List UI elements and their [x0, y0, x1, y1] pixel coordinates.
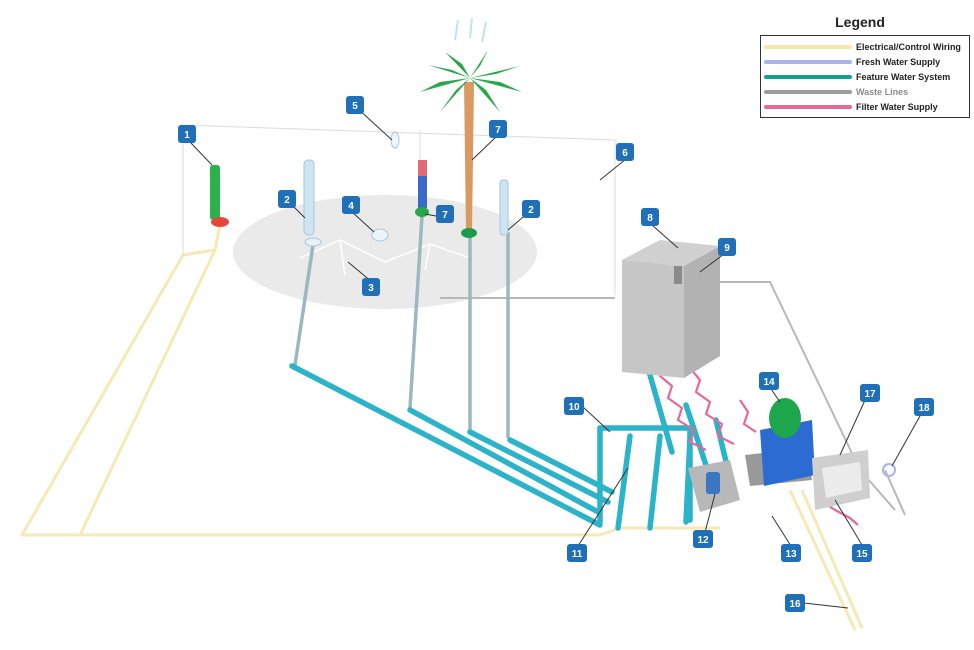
surface-drain-lines: [299, 239, 471, 276]
callout-7-palm: 7: [489, 120, 507, 138]
callout-5: 5: [346, 96, 364, 114]
callout-12: 12: [693, 530, 713, 548]
equipment-vault: [622, 240, 720, 378]
svg-text:8: 8: [647, 213, 653, 224]
callout-2-left: 2: [278, 190, 296, 208]
callout-17: 17: [860, 384, 880, 402]
legend-item-filter-water: Filter Water Supply: [764, 99, 966, 114]
spray-nozzles: [303, 131, 509, 247]
svg-text:9: 9: [724, 243, 730, 254]
svg-text:16: 16: [789, 599, 801, 610]
svg-text:4: 4: [348, 201, 354, 212]
svg-text:7: 7: [442, 210, 448, 221]
legend-item-electrical: Electrical/Control Wiring: [764, 39, 966, 54]
callout-6: 6: [616, 143, 634, 161]
svg-text:14: 14: [763, 377, 775, 388]
callout-9: 9: [718, 238, 736, 256]
callout-3: 3: [362, 278, 380, 296]
legend-box: Electrical/Control Wiring Fresh Water Su…: [760, 35, 970, 118]
callout-13: 13: [781, 544, 801, 562]
callout-15: 15: [852, 544, 872, 562]
legend-label: Waste Lines: [856, 86, 909, 97]
legend-item-fresh-water: Fresh Water Supply: [764, 54, 966, 69]
svg-text:10: 10: [568, 402, 580, 413]
callout-16: 16: [785, 594, 805, 612]
legend: Legend Electrical/Control Wiring Fresh W…: [760, 14, 970, 118]
legend-swatch: [764, 59, 852, 64]
callout-14: 14: [759, 372, 779, 390]
svg-text:2: 2: [528, 205, 534, 216]
svg-text:6: 6: [622, 148, 628, 159]
svg-text:12: 12: [697, 535, 709, 546]
splash-pad-surface: [233, 195, 537, 309]
svg-text:18: 18: [918, 403, 930, 414]
legend-item-waste: Waste Lines: [764, 84, 966, 99]
legend-label: Filter Water Supply: [856, 101, 938, 112]
svg-text:1: 1: [184, 130, 190, 141]
svg-text:13: 13: [785, 549, 797, 560]
svg-text:17: 17: [864, 389, 876, 400]
water-cannon: [415, 160, 429, 217]
nozzle-risers: [293, 215, 510, 438]
feature-water-pipes: [289, 363, 731, 531]
svg-text:3: 3: [368, 283, 374, 294]
svg-text:2: 2: [284, 195, 290, 206]
svg-text:15: 15: [856, 549, 868, 560]
makeup-water-valve: [882, 463, 896, 477]
svg-text:11: 11: [572, 549, 583, 560]
legend-label: Fresh Water Supply: [856, 56, 941, 67]
legend-swatch: [764, 104, 852, 109]
callout-4: 4: [342, 196, 360, 214]
palm-tree-feature: [420, 17, 522, 238]
callout-11: 11: [567, 544, 587, 562]
callout-2-right: 2: [522, 200, 540, 218]
legend-swatch: [764, 89, 852, 94]
legend-label: Feature Water System: [856, 71, 951, 82]
svg-text:5: 5: [352, 101, 358, 112]
callout-1: 1: [178, 125, 196, 143]
legend-swatch: [764, 44, 852, 49]
legend-label: Electrical/Control Wiring: [856, 41, 961, 52]
svg-text:7: 7: [495, 125, 501, 136]
filter-equipment: [688, 398, 870, 512]
legend-swatch: [764, 74, 852, 79]
callout-10: 10: [564, 397, 584, 415]
callout-7-cannon: 7: [436, 205, 454, 223]
control-post: [210, 165, 229, 227]
callout-8: 8: [641, 208, 659, 226]
legend-item-feature-water: Feature Water System: [764, 69, 966, 84]
callout-18: 18: [914, 398, 934, 416]
legend-title: Legend: [835, 14, 885, 30]
